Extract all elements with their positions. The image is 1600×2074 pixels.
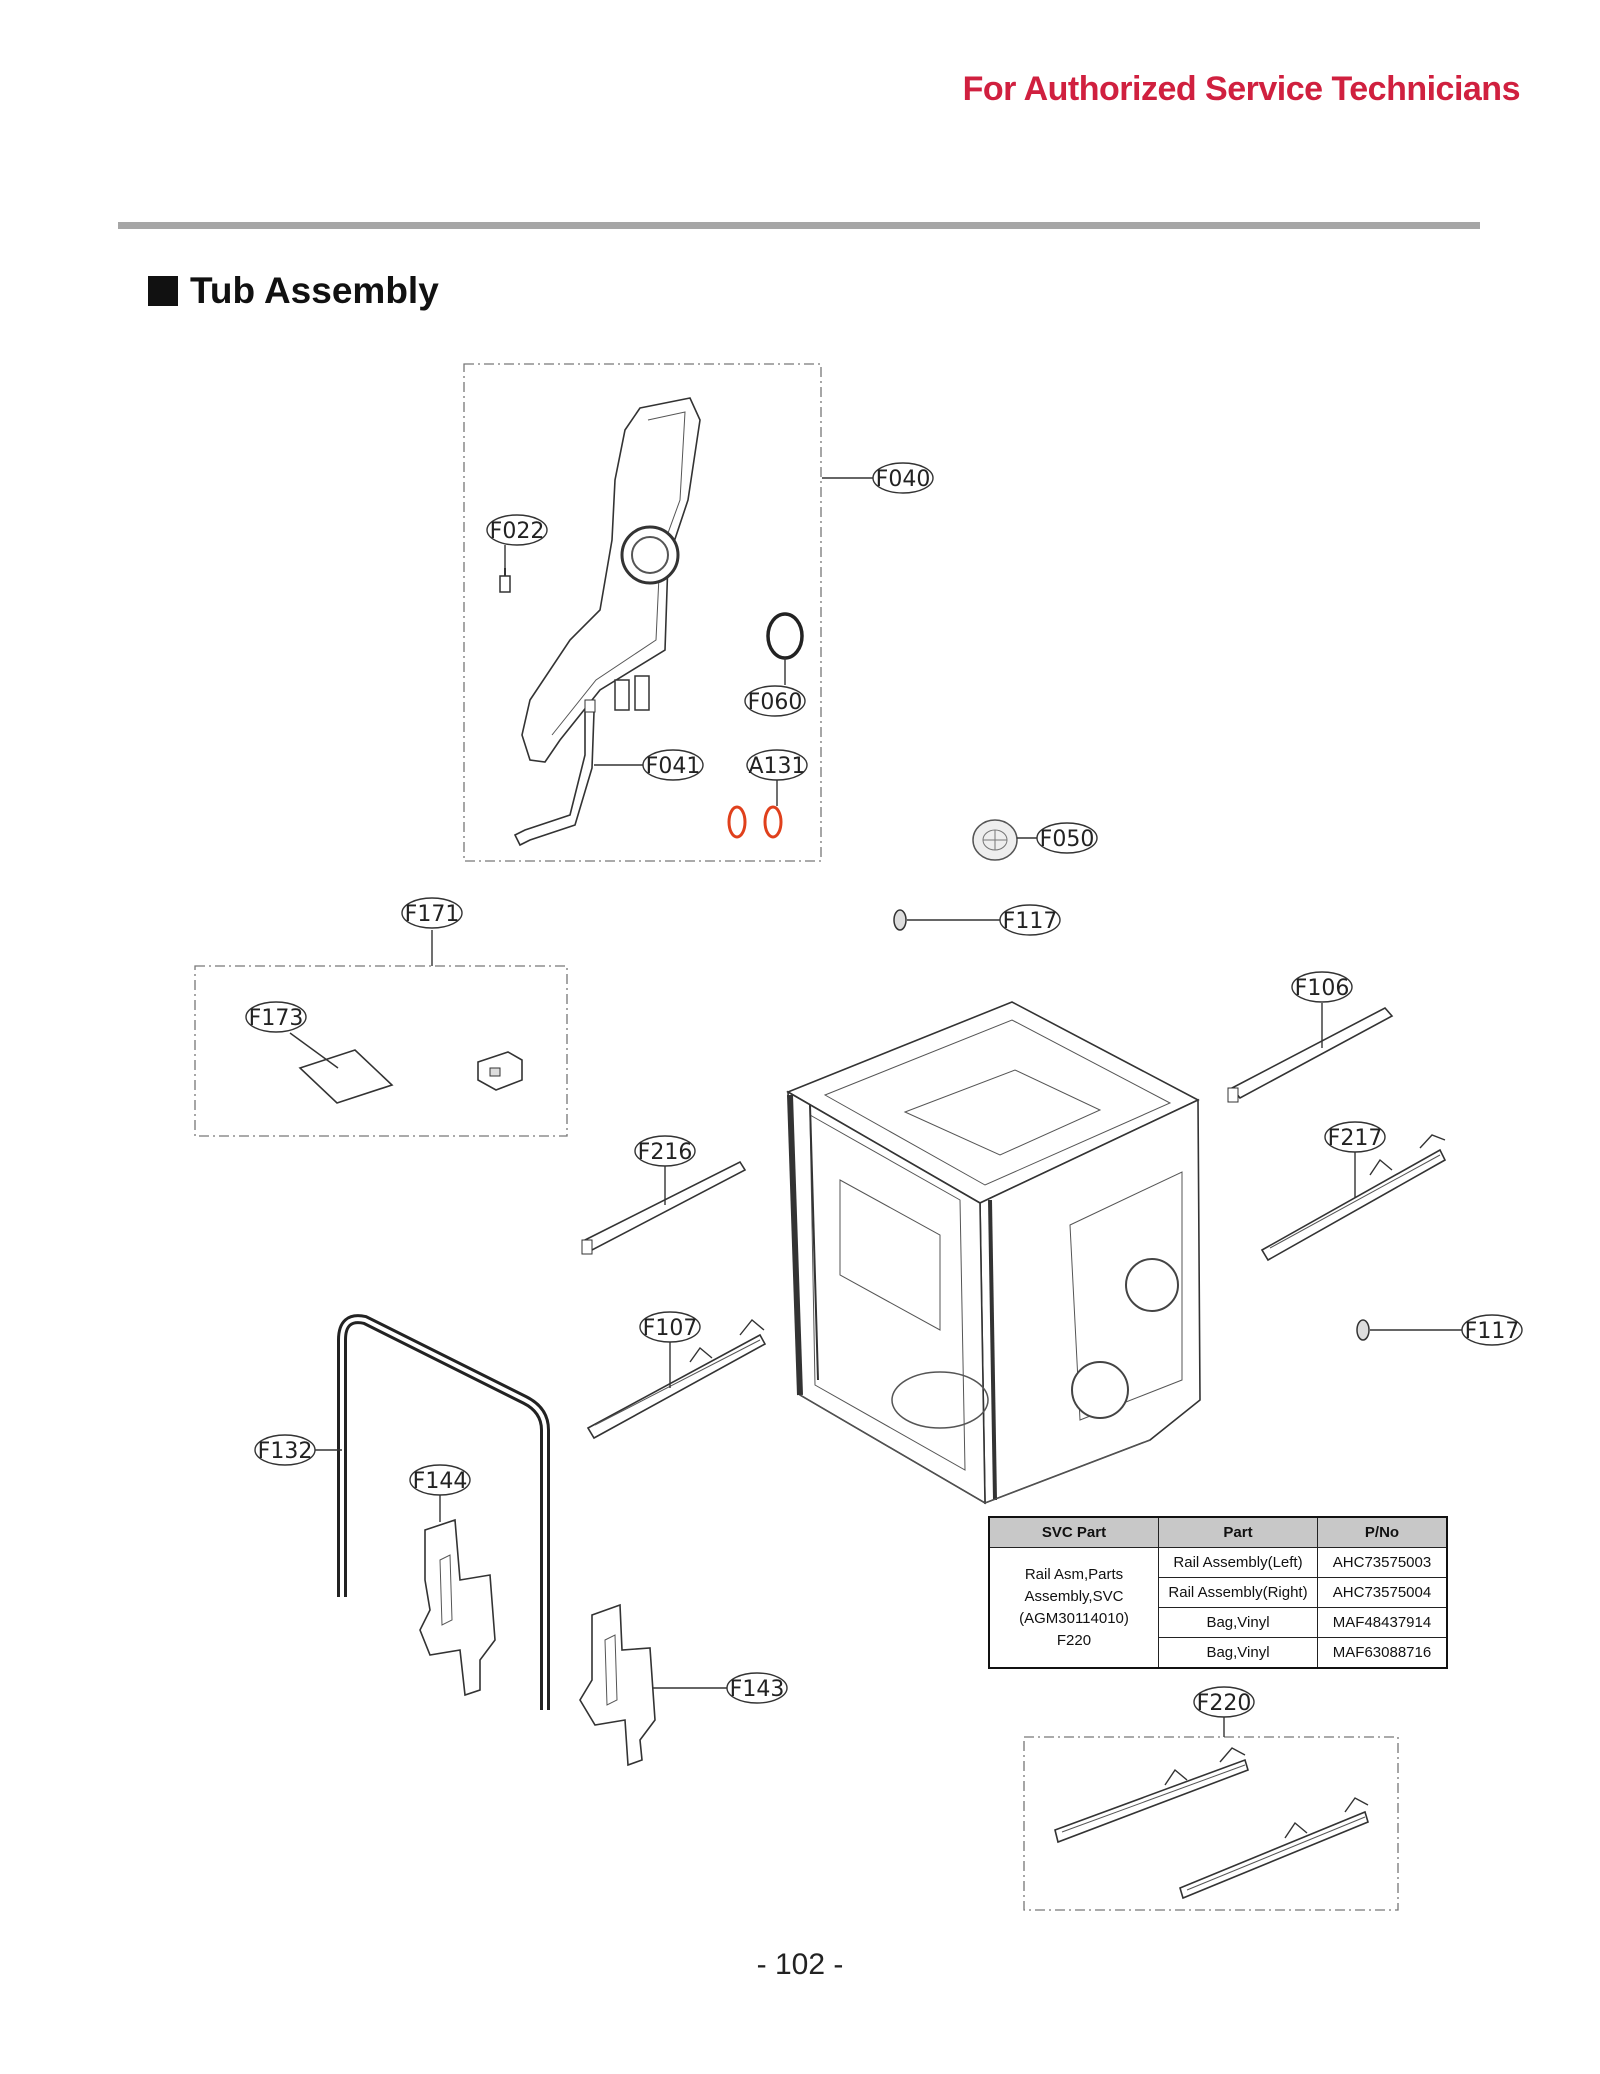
part-f107-rack-rail xyxy=(586,1319,767,1440)
page-number: - 102 - xyxy=(756,1948,844,1981)
callout-f216: F216 xyxy=(634,1135,696,1167)
table-header-pno: P/No xyxy=(1317,1516,1448,1548)
svg-text:F040: F040 xyxy=(876,467,931,492)
callout-f040: F040 xyxy=(872,462,934,494)
part-cell: Bag,Vinyl xyxy=(1158,1607,1318,1638)
part-f117-clip-top xyxy=(893,909,907,931)
callout-f050: F050 xyxy=(1036,822,1098,854)
callout-f171: F171 xyxy=(401,897,463,929)
table-header-row: SVC Part Part P/No xyxy=(988,1516,1448,1548)
callout-f060: F060 xyxy=(744,685,806,717)
part-f060-oring xyxy=(766,612,804,660)
part-f022-screw xyxy=(499,568,511,593)
part-f040-manifold xyxy=(513,397,701,847)
svg-text:F022: F022 xyxy=(490,519,545,544)
pno-cell: MAF48437914 xyxy=(1317,1607,1448,1638)
part-f220-rail-left xyxy=(1054,1747,1249,1844)
svg-text:F132: F132 xyxy=(258,1439,313,1464)
part-cell: Rail Assembly(Left) xyxy=(1158,1547,1318,1578)
svg-text:F117: F117 xyxy=(1465,1319,1520,1344)
header-title: For Authorized Service Technicians xyxy=(962,70,1521,108)
svc-part-cell: Rail Asm,Parts Assembly,SVC (AGM30114010… xyxy=(988,1547,1159,1669)
svc-part-line: (AGM30114010) xyxy=(1019,1609,1129,1627)
part-f171-bracket xyxy=(477,1051,523,1091)
callout-f220: F220 xyxy=(1193,1686,1255,1718)
table-row: Rail Asm,Parts Assembly,SVC (AGM30114010… xyxy=(988,1547,1448,1669)
table-header-svc-part: SVC Part xyxy=(988,1516,1159,1548)
section-bullet-icon xyxy=(148,276,178,306)
group-box-f220 xyxy=(1023,1736,1399,1911)
svg-text:F060: F060 xyxy=(748,690,803,715)
callout-f173: F173 xyxy=(245,1001,307,1033)
part-a131-orings xyxy=(727,805,783,839)
svc-parts-table: SVC Part Part P/No Rail Asm,Parts Assemb… xyxy=(988,1516,1448,1669)
svc-part-line: F220 xyxy=(1056,1631,1092,1649)
svg-text:F143: F143 xyxy=(730,1677,785,1702)
svc-part-line: Rail Asm,Parts xyxy=(1024,1565,1124,1583)
svg-text:F144: F144 xyxy=(413,1469,468,1494)
group-box-f171 xyxy=(194,965,568,1137)
callout-a131: A131 xyxy=(746,749,808,781)
part-f217-rack-rail xyxy=(1260,1134,1447,1262)
svg-text:F216: F216 xyxy=(638,1140,693,1165)
part-cell: Rail Assembly(Right) xyxy=(1158,1577,1318,1608)
svg-text:A131: A131 xyxy=(748,754,805,779)
svc-part-line: Assembly,SVC xyxy=(1024,1587,1124,1605)
leader-lines xyxy=(289,477,1462,1737)
svg-text:F106: F106 xyxy=(1295,976,1350,1001)
part-f216-rail xyxy=(581,1160,747,1255)
callout-f117-right: F117 xyxy=(1461,1314,1523,1346)
table-header-part: Part xyxy=(1158,1516,1318,1548)
part-cell: Bag,Vinyl xyxy=(1158,1637,1318,1669)
svg-text:F041: F041 xyxy=(646,754,701,779)
svg-text:F171: F171 xyxy=(405,902,460,927)
svg-text:F117: F117 xyxy=(1003,909,1058,934)
callout-f144: F144 xyxy=(409,1464,471,1496)
callout-f217: F217 xyxy=(1324,1121,1386,1153)
part-f220-rail-right xyxy=(1179,1797,1369,1900)
callout-f107: F107 xyxy=(639,1311,701,1343)
section-title-text: Tub Assembly xyxy=(190,270,439,311)
svg-text:F220: F220 xyxy=(1197,1691,1252,1716)
svg-text:F050: F050 xyxy=(1040,827,1095,852)
pno-cell: MAF63088716 xyxy=(1317,1637,1448,1669)
part-f050-disk xyxy=(972,819,1018,861)
callout-f106: F106 xyxy=(1291,971,1353,1003)
callout-f041: F041 xyxy=(642,749,704,781)
callout-f132: F132 xyxy=(254,1434,316,1466)
table-row: Bag,Vinyl MAF48437914 xyxy=(989,1607,1448,1638)
section-title: Tub Assembly xyxy=(148,270,439,312)
pno-cell: AHC73575003 xyxy=(1317,1547,1448,1578)
part-f173-label xyxy=(298,1049,394,1104)
part-f144-hinge xyxy=(419,1518,496,1697)
part-f117-clip-right xyxy=(1356,1319,1370,1341)
callout-f117-top: F117 xyxy=(999,904,1061,936)
table-row: Bag,Vinyl MAF63088716 xyxy=(989,1637,1448,1669)
group-box-f040 xyxy=(463,363,822,862)
svg-text:F173: F173 xyxy=(249,1006,304,1031)
svg-text:F217: F217 xyxy=(1328,1126,1383,1151)
header-divider xyxy=(118,222,1480,229)
pno-cell: AHC73575004 xyxy=(1317,1577,1448,1608)
callout-f143: F143 xyxy=(726,1672,788,1704)
part-tub-assembly xyxy=(786,1001,1201,1505)
part-f106-rail xyxy=(1227,1006,1394,1103)
callout-f022: F022 xyxy=(486,514,548,546)
svg-text:F107: F107 xyxy=(643,1316,698,1341)
part-f143-hinge xyxy=(579,1603,656,1767)
